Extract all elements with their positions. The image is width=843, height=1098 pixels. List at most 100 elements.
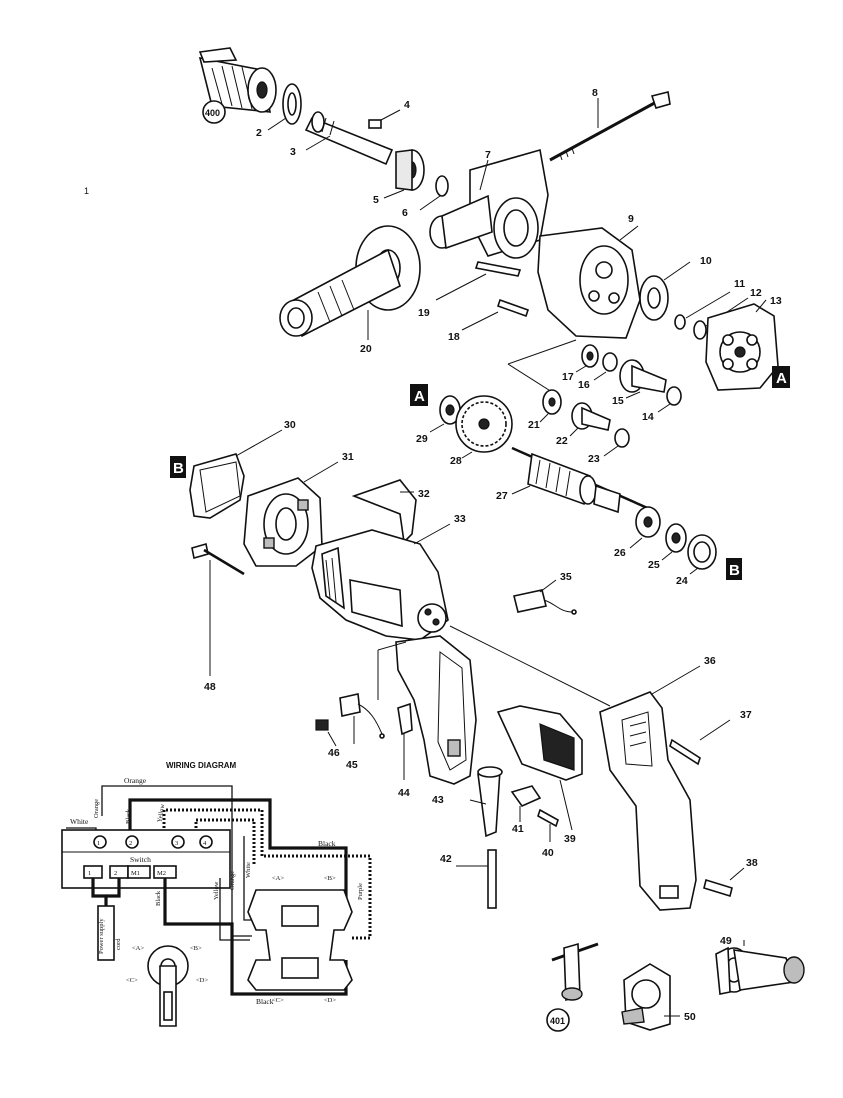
marker-b-right-label: B <box>729 562 740 579</box>
part-label-29: 29 <box>416 433 428 445</box>
part-label-6: 6 <box>402 207 408 219</box>
washer-11 <box>674 314 686 330</box>
part-label-44: 44 <box>398 787 410 799</box>
marker-a-left <box>410 384 428 406</box>
wire-label-black-bottom: Black <box>256 997 274 1006</box>
pos-label-d: <D> <box>324 997 336 1004</box>
handle-half <box>395 635 477 785</box>
washer-16 <box>602 352 618 372</box>
switch-terminal-m2-label: M2 <box>157 870 166 877</box>
motor-housing <box>311 529 449 641</box>
pos-label-a: <A> <box>272 875 284 882</box>
depth-rod <box>549 91 671 162</box>
switch-terminal-m1-label: M1 <box>131 870 140 877</box>
screw-38 <box>703 878 733 898</box>
wire-label-white-left: White <box>70 817 89 826</box>
part-label-19: 19 <box>418 307 430 319</box>
marker-b-right <box>726 558 742 580</box>
wire-label-orange-left: Orange <box>93 799 100 818</box>
switch-terminal-1-label: 1 <box>88 870 91 877</box>
ring-12 <box>693 320 707 340</box>
part-label-42: 42 <box>440 853 452 865</box>
switch-label: Switch <box>130 855 151 864</box>
wire-label-yellow-top: Yellow <box>156 803 166 823</box>
wire-label-white-v: White <box>245 862 252 878</box>
pos-label-b: <B> <box>324 875 336 882</box>
callout-circle-401 <box>546 1008 570 1032</box>
terminal-2 <box>125 835 139 849</box>
part-label-45: 45 <box>346 759 358 771</box>
part-label-8: 8 <box>592 87 598 99</box>
part-label-18: 18 <box>448 331 460 343</box>
part-label-3: 3 <box>290 146 296 158</box>
terminal-1-label: 1 <box>97 840 100 847</box>
part-label-50: 50 <box>684 1011 696 1023</box>
part-label-37: 37 <box>740 709 752 721</box>
wire-label-black-m2: Black <box>155 890 162 906</box>
part-label-7: 7 <box>485 149 491 161</box>
part-label-38: 38 <box>746 857 758 869</box>
part-label-9: 9 <box>628 213 634 225</box>
selector-label-c: <C> <box>126 977 138 984</box>
part-label-2: 2 <box>256 127 262 139</box>
brush-cap <box>397 702 413 736</box>
part-label-21: 21 <box>528 419 540 431</box>
noise-suppressor <box>513 589 577 615</box>
part-label-13: 13 <box>770 295 782 307</box>
wire-label-yellow-v: Yellow <box>213 881 220 900</box>
motor-field-schematic <box>247 889 353 991</box>
part-label-25: 25 <box>648 559 660 571</box>
part-label-41: 41 <box>512 823 524 835</box>
screw-18 <box>496 298 530 318</box>
part-label-27: 27 <box>496 490 508 502</box>
cord-label-2: cord <box>115 938 122 950</box>
marker-b-left-label: B <box>173 460 184 477</box>
marker-a-right-label: A <box>776 370 787 387</box>
part-label-43: 43 <box>432 794 444 806</box>
washer-23 <box>614 428 630 448</box>
selector-label-a: <A> <box>132 945 144 952</box>
washer-14 <box>666 386 682 406</box>
armature <box>511 446 653 514</box>
selector-label-d: <D> <box>196 977 208 984</box>
part-label-24: 24 <box>676 575 688 587</box>
part-label-17: 17 <box>562 371 574 383</box>
screw-48 <box>191 542 245 576</box>
wire-label-orange-top: Orange <box>124 776 147 785</box>
part-label-16: 16 <box>578 379 590 391</box>
marker-a-right <box>772 366 790 388</box>
retaining-ring <box>435 175 449 197</box>
part-label-22: 22 <box>556 435 568 447</box>
switch-terminal-2-label: 2 <box>114 870 117 877</box>
part-label-31: 31 <box>342 451 354 463</box>
cord-clamp <box>510 785 542 807</box>
rear-handle <box>599 691 697 911</box>
marker-a-left-label: A <box>414 388 425 405</box>
part-label-28: 28 <box>450 455 462 467</box>
part-label-46: 46 <box>328 747 340 759</box>
field-coil <box>243 477 323 567</box>
depth-gauge-assembly <box>715 946 805 995</box>
selector-label-b: <B> <box>190 945 202 952</box>
drill-chuck <box>198 47 277 113</box>
hook-cover <box>351 479 417 544</box>
margin-mark: 1 <box>84 186 89 196</box>
part-label-33: 33 <box>454 513 466 525</box>
part-label-14: 14 <box>642 411 654 423</box>
wire-label-orange-v: Orange <box>229 871 236 890</box>
wiring-diagram: WIRING DIAGRAM Orange Orange White Black… <box>61 761 372 1027</box>
power-cord <box>487 849 497 909</box>
terminal-3-label: 3 <box>175 840 178 847</box>
part-label-32: 32 <box>418 488 430 500</box>
part-label-401: 401 <box>550 1016 565 1026</box>
part-label-49: 49 <box>720 935 732 947</box>
screw-19 <box>474 261 522 277</box>
key-pin <box>368 119 382 129</box>
part-label-10: 10 <box>700 255 712 267</box>
switch-terminal-m1 <box>127 865 151 879</box>
switch-terminal-2 <box>109 865 129 879</box>
part-label-39: 39 <box>564 833 576 845</box>
chuck-key <box>551 942 599 1002</box>
terminal-4 <box>199 835 213 849</box>
